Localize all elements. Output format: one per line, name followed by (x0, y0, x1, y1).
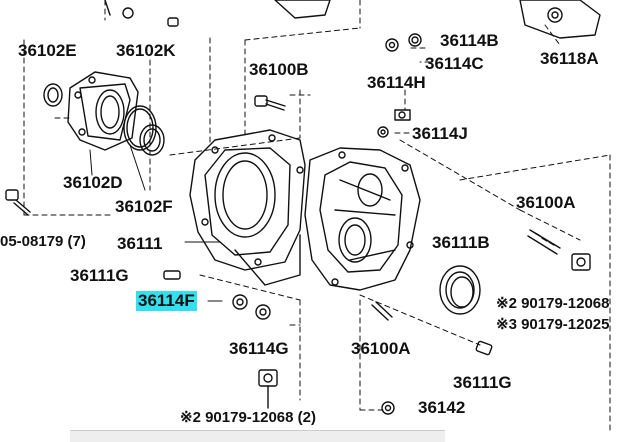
label-36142: 36142 (418, 398, 466, 417)
label-36114F: 36114F (136, 291, 197, 311)
note-bottom: ※2 90179-12068 (2) (180, 409, 316, 426)
extension-housing-36102D (67, 71, 139, 151)
label-36102F: 36102F (115, 197, 173, 216)
label-36118A: 36118A (540, 49, 599, 68)
label-36114B: 36114B (440, 31, 499, 50)
oil-seal-36102E (43, 83, 63, 107)
nut-36114B (408, 33, 422, 47)
stud-36100B (254, 95, 286, 111)
stud-36100A-bottom (371, 301, 393, 321)
transfer-cover-36111 (189, 129, 306, 286)
note-right-1: ※2 90179-12068 (496, 295, 610, 312)
label-36114J: 36114J (412, 124, 468, 143)
dowel-36111G-left (163, 270, 181, 280)
dowel-36111G-right (475, 340, 493, 356)
solid-leaders (89, 144, 223, 302)
label-36114C: 36114C (425, 54, 484, 73)
label-36102K: 36102K (116, 41, 176, 60)
label-36114H: 36114H (367, 73, 426, 92)
leader-lines (23, 0, 611, 431)
label-36111G-right: 36111G (453, 373, 512, 392)
label-36111G-left: 36111G (70, 266, 129, 285)
bracket-36118A (519, 0, 601, 39)
washer-36114F (232, 294, 248, 310)
nut-bottom-90179 (258, 369, 278, 409)
bolt-05-08179 (5, 189, 31, 216)
nut-right (571, 253, 591, 271)
oil-seal-36111B (439, 265, 481, 315)
transfer-case-body (304, 147, 421, 291)
small-ring-top (104, 0, 179, 27)
label-05-08179: 05-08179 (7) (0, 233, 86, 250)
washer-36114C (385, 38, 399, 52)
seal-36102F (139, 124, 165, 156)
nut-36114H (394, 109, 411, 121)
bolt-36142 (381, 401, 395, 415)
o-ring-36102K (123, 105, 157, 151)
top-center-part (274, 0, 331, 19)
label-36111B: 36111B (432, 233, 490, 252)
washer-36114J (377, 126, 389, 138)
label-36100A-bottom: 36100A (351, 339, 411, 358)
label-36114G: 36114G (229, 339, 289, 358)
label-36100B: 36100B (249, 60, 309, 79)
bottom-scroll-bar (70, 430, 445, 442)
label-36100A-right: 36100A (516, 193, 576, 212)
label-36102D: 36102D (63, 173, 123, 192)
label-36102E: 36102E (18, 41, 77, 60)
note-right-2: ※3 90179-12025 (496, 316, 610, 333)
label-36111: 36111 (117, 234, 163, 253)
nut-36114G (255, 304, 271, 320)
stud-36100A-right (527, 229, 561, 255)
